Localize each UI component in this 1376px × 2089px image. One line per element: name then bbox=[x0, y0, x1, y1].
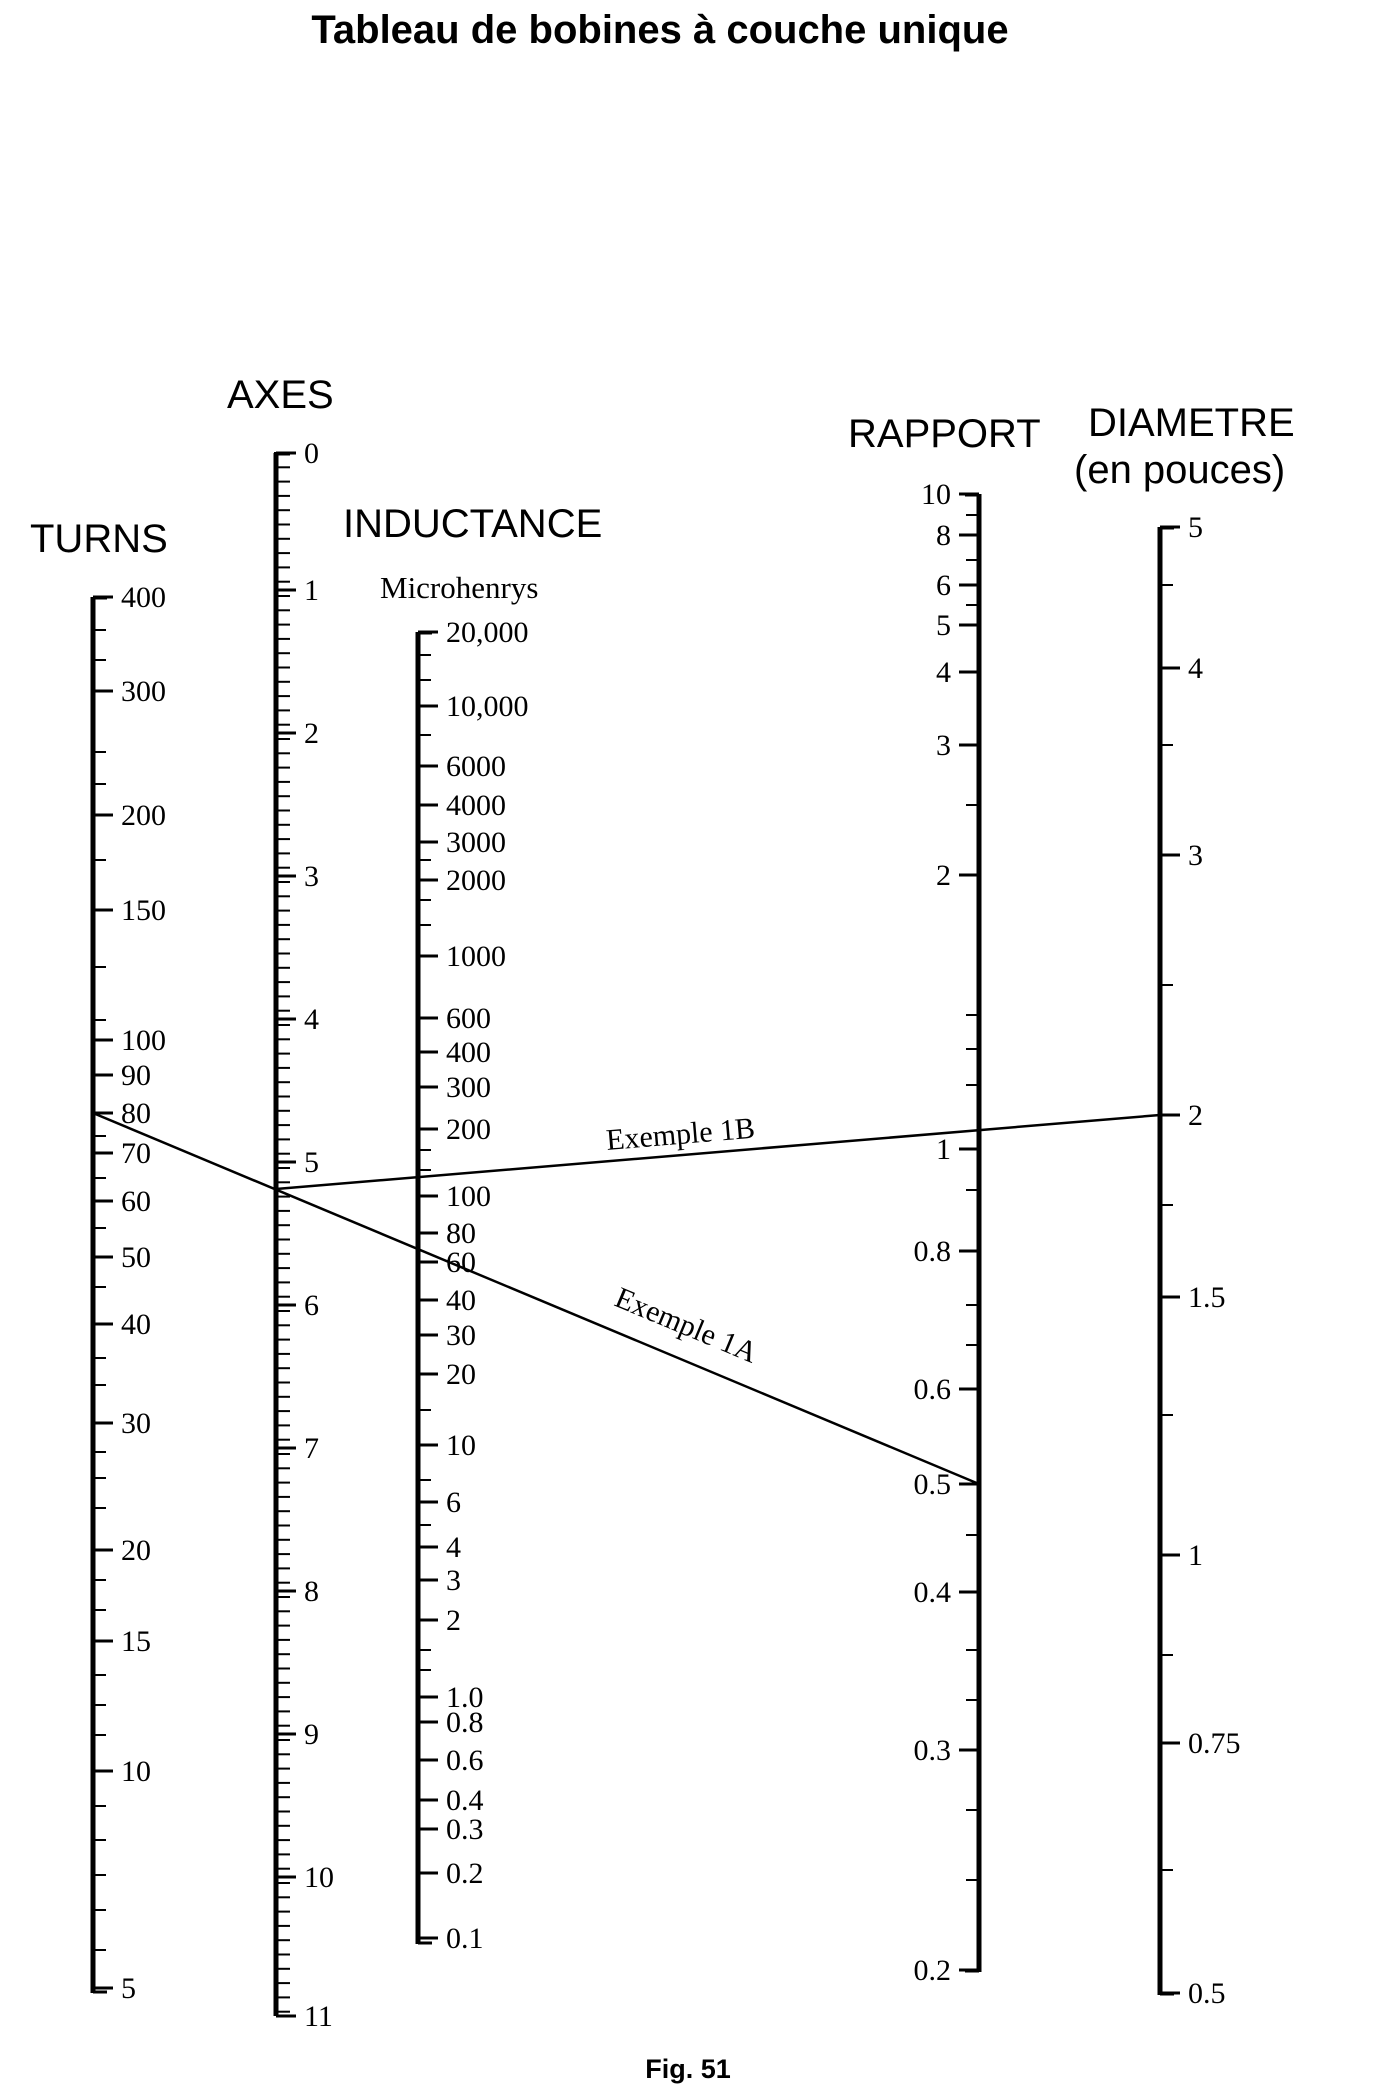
inductance-tick-label: 6 bbox=[446, 1486, 461, 1519]
inductance-tick-label: 200 bbox=[446, 1113, 491, 1146]
axes-tick-label: 1 bbox=[304, 574, 319, 607]
diametre-tick-label: 3 bbox=[1188, 839, 1203, 872]
turns-tick-label: 5 bbox=[121, 1972, 136, 2005]
inductance-tick-label: 1.0 bbox=[446, 1681, 484, 1714]
axes-scale-title: AXES bbox=[227, 373, 334, 417]
rapport-tick-label: 0.6 bbox=[914, 1373, 952, 1406]
rapport-tick-label: 4 bbox=[936, 656, 951, 689]
inductance-tick-label: 20,000 bbox=[446, 616, 529, 649]
inductance-tick-label: 0.6 bbox=[446, 1744, 484, 1777]
rapport-scale-title: RAPPORT bbox=[848, 412, 1041, 456]
rapport-tick-label: 0.2 bbox=[914, 1954, 952, 1987]
axes-tick-label: 0 bbox=[304, 437, 319, 470]
rapport-tick-label: 2 bbox=[936, 859, 951, 892]
axes-tick-label: 7 bbox=[304, 1432, 319, 1465]
inductance-tick-label: 600 bbox=[446, 1002, 491, 1035]
turns-tick-label: 50 bbox=[121, 1241, 151, 1274]
inductance-scale-unit: Microhenrys bbox=[380, 570, 538, 605]
example-line-1b bbox=[275, 1113, 1161, 1191]
axes-tick-label: 4 bbox=[304, 1003, 319, 1036]
turns-tick-label: 300 bbox=[121, 675, 166, 708]
turns-tick-label: 20 bbox=[121, 1534, 151, 1567]
turns-tick-label: 200 bbox=[121, 799, 166, 832]
rapport-tick-label: 3 bbox=[936, 729, 951, 762]
turns-tick-label: 30 bbox=[121, 1407, 151, 1440]
rapport-tick-label: 1 bbox=[936, 1133, 951, 1166]
turns-tick-label: 10 bbox=[121, 1755, 151, 1788]
turns-tick-label: 400 bbox=[121, 581, 166, 614]
axes-tick-label: 2 bbox=[304, 717, 319, 750]
example-label-1a: Exemple 1A bbox=[610, 1281, 762, 1370]
axes-tick-label: 8 bbox=[304, 1575, 319, 1608]
inductance-tick-label: 0.8 bbox=[446, 1706, 484, 1739]
inductance-tick-label: 1000 bbox=[446, 940, 506, 973]
turns-tick-label: 40 bbox=[121, 1308, 151, 1341]
inductance-tick-label: 40 bbox=[446, 1284, 476, 1317]
diametre-scale-title-line2: (en pouces) bbox=[1074, 448, 1285, 492]
rapport-tick-label: 5 bbox=[936, 609, 951, 642]
rapport-tick-label: 0.4 bbox=[914, 1576, 952, 1609]
diametre-tick-label: 1 bbox=[1188, 1539, 1203, 1572]
inductance-tick-label: 0.3 bbox=[446, 1813, 484, 1846]
inductance-tick-label: 0.1 bbox=[446, 1922, 484, 1955]
inductance-tick-label: 4 bbox=[446, 1531, 461, 1564]
inductance-tick-label: 2 bbox=[446, 1604, 461, 1637]
inductance-tick-label: 3 bbox=[446, 1564, 461, 1597]
rapport-tick-label: 0.5 bbox=[914, 1468, 952, 1501]
inductance-tick-label: 2000 bbox=[446, 864, 506, 897]
inductance-tick-label: 20 bbox=[446, 1358, 476, 1391]
diametre-tick-label: 4 bbox=[1188, 652, 1203, 685]
diametre-tick-label: 5 bbox=[1188, 511, 1203, 544]
inductance-tick-label: 300 bbox=[446, 1071, 491, 1104]
inductance-tick-label: 400 bbox=[446, 1036, 491, 1069]
turns-tick-label: 60 bbox=[121, 1185, 151, 1218]
rapport-tick-label: 0.8 bbox=[914, 1235, 952, 1268]
turns-tick-label: 80 bbox=[121, 1097, 151, 1130]
diametre-tick-label: 2 bbox=[1188, 1099, 1203, 1132]
axes-tick-label: 5 bbox=[304, 1146, 319, 1179]
diametre-scale-title: DIAMETRE bbox=[1088, 401, 1295, 445]
inductance-tick-label: 100 bbox=[446, 1180, 491, 1213]
inductance-tick-label: 30 bbox=[446, 1319, 476, 1352]
inductance-tick-label: 80 bbox=[446, 1217, 476, 1250]
diametre-tick-label: 0.75 bbox=[1188, 1727, 1241, 1760]
axes-tick-label: 3 bbox=[304, 860, 319, 893]
rapport-tick-label: 10 bbox=[921, 478, 951, 511]
axes-tick-label: 11 bbox=[304, 2000, 333, 2033]
rapport-tick-label: 8 bbox=[936, 519, 951, 552]
diametre-tick-label: 1.5 bbox=[1188, 1281, 1226, 1314]
turns-tick-label: 15 bbox=[121, 1625, 151, 1658]
example-line-1a bbox=[92, 1111, 980, 1486]
inductance-tick-label: 10,000 bbox=[446, 690, 529, 723]
inductance-tick-label: 0.2 bbox=[446, 1857, 484, 1890]
axes-tick-label: 10 bbox=[304, 1861, 334, 1894]
turns-scale-title: TURNS bbox=[30, 517, 168, 561]
inductance-tick-label: 10 bbox=[446, 1429, 476, 1462]
inductance-tick-label: 6000 bbox=[446, 750, 506, 783]
page-title: Tableau de bobines à couche unique bbox=[311, 8, 1009, 52]
rapport-tick-label: 6 bbox=[936, 569, 951, 602]
inductance-tick-label: 0.4 bbox=[446, 1784, 484, 1817]
diametre-tick-label: 0.5 bbox=[1188, 1977, 1226, 2010]
axes-tick-label: 6 bbox=[304, 1289, 319, 1322]
inductance-tick-label: 4000 bbox=[446, 789, 506, 822]
inductance-tick-label: 3000 bbox=[446, 826, 506, 859]
turns-tick-label: 70 bbox=[121, 1137, 151, 1170]
rapport-tick-label: 0.3 bbox=[914, 1734, 952, 1767]
turns-tick-label: 150 bbox=[121, 894, 166, 927]
axes-tick-label: 9 bbox=[304, 1718, 319, 1751]
inductance-scale-title: INDUCTANCE bbox=[343, 502, 602, 546]
turns-tick-label: 100 bbox=[121, 1024, 166, 1057]
turns-tick-label: 90 bbox=[121, 1059, 151, 1092]
figure-caption: Fig. 51 bbox=[645, 2054, 731, 2084]
